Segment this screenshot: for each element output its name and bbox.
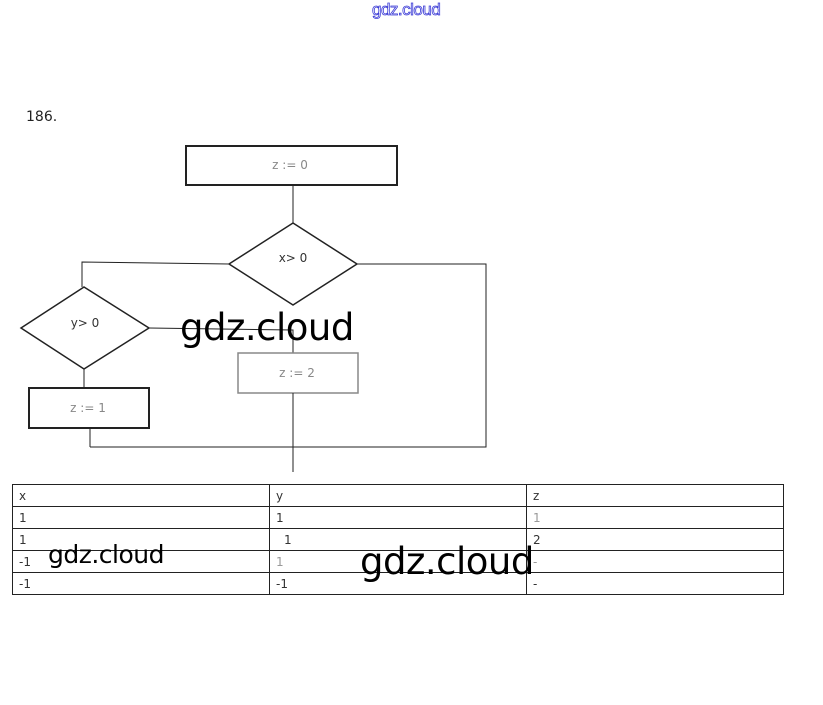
connector-cond-x-no <box>81 261 230 287</box>
header-y: y <box>269 484 527 507</box>
connector-cond-y-to-assign-2 <box>148 327 294 353</box>
trace-table: x y z 1 1 1 1 1 2 -1 1 - -1 -1 - <box>12 484 784 595</box>
table-row: 1 1 1 <box>12 506 784 529</box>
cond-x-label: x> 0 <box>278 251 308 265</box>
table-row: 1 1 2 <box>12 528 784 551</box>
table-header-row: x y z <box>12 484 784 507</box>
table-row: -1 1 - <box>12 550 784 573</box>
watermark: gdz.cloud <box>48 540 165 569</box>
cell-x: 1 <box>12 506 270 529</box>
site-link[interactable]: gdz.cloud <box>372 0 442 19</box>
assign-1-label: z := 1 <box>70 401 106 415</box>
header-x: x <box>12 484 270 507</box>
init-box <box>185 145 398 186</box>
table-row: -1 -1 - <box>12 572 784 595</box>
cell-z: 2 <box>526 528 784 551</box>
assign-1-box <box>28 387 150 429</box>
cell-y: -1 <box>269 572 527 595</box>
assign-2-box <box>237 352 359 394</box>
watermark: gdz.cloud <box>180 306 354 349</box>
assign-2-label: z := 2 <box>279 366 315 380</box>
cond-y-label: y> 0 <box>70 316 100 330</box>
cell-x: -1 <box>12 572 270 595</box>
problem-number: 186. <box>26 109 58 125</box>
init-label: z := 0 <box>272 158 308 172</box>
watermark: gdz.cloud <box>360 540 534 583</box>
cell-z: - <box>526 550 784 573</box>
header-z: z <box>526 484 784 507</box>
connector-cond-x-yes <box>90 263 487 448</box>
cond-x-diamond <box>227 222 359 306</box>
cell-z: - <box>526 572 784 595</box>
cell-z: 1 <box>526 506 784 529</box>
cell-y: 1 <box>269 506 527 529</box>
